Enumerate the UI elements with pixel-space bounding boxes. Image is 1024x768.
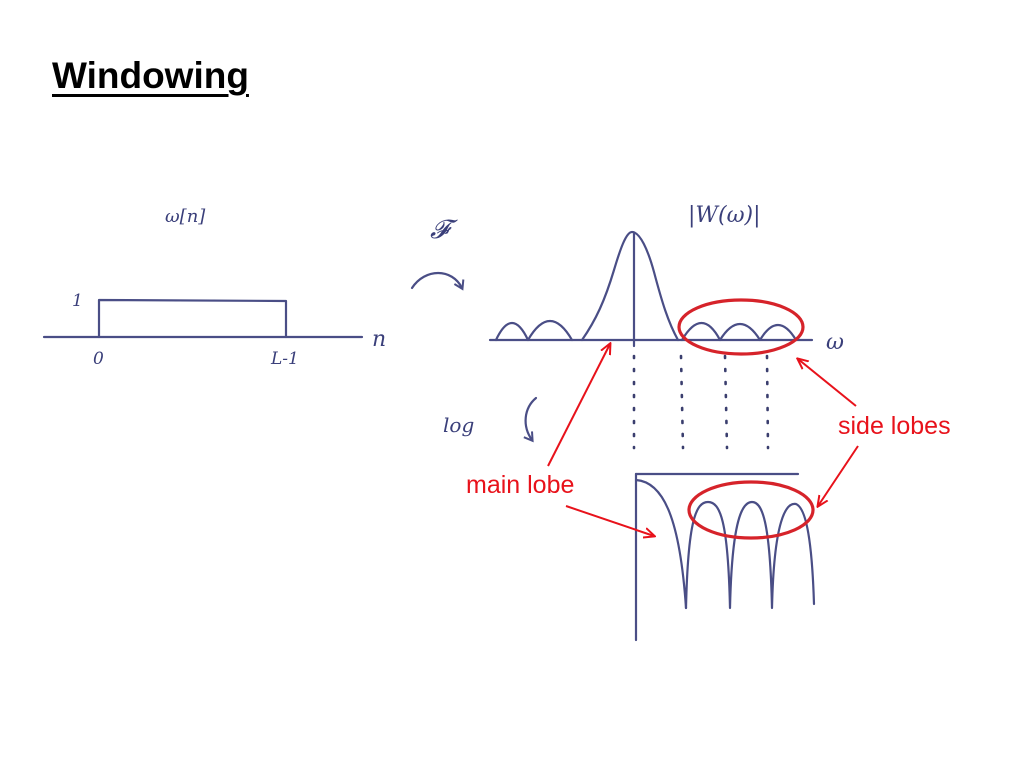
time-domain-plot: ω[n] 1 0 L-1 n — [42, 206, 386, 369]
fourier-transform-marker: 𝓕 — [410, 215, 465, 291]
main-lobe-label: main lobe — [466, 471, 574, 499]
dotted-guides — [632, 354, 770, 450]
rectangular-window — [97, 298, 288, 339]
log-magnitude-plot — [634, 472, 816, 642]
side-lobes-ring-bottom — [687, 480, 815, 540]
annotations: main lobe side lobes — [466, 298, 951, 540]
n-axis-label: n — [372, 327, 386, 352]
main-lobe-arrow-top — [547, 344, 610, 467]
n-end-label: L-1 — [270, 349, 299, 369]
amplitude-one-label: 1 — [72, 291, 83, 311]
log-marker: log — [443, 396, 538, 443]
omega-axis-label: ω — [826, 330, 844, 355]
main-lobe-curve — [580, 230, 680, 342]
n-start-label: 0 — [93, 349, 104, 369]
magnitude-plot: |W(ω)| ω — [488, 203, 844, 355]
main-lobe-arrow-bottom — [565, 505, 654, 536]
log-arrow-icon — [523, 396, 538, 443]
side-lobes-arrow-bottom — [818, 445, 859, 506]
left-side-lobes — [494, 320, 574, 342]
magnitude-label: |W(ω)| — [688, 203, 761, 228]
right-side-lobes — [680, 322, 798, 342]
fourier-symbol: 𝓕 — [430, 215, 458, 245]
window-function-label: ω[n] — [165, 206, 206, 227]
side-lobes-ring-top — [677, 298, 805, 356]
log-side-lobes — [684, 500, 816, 610]
page-title: Windowing — [52, 55, 249, 96]
side-lobes-arrow-top — [798, 359, 857, 407]
side-lobes-label: side lobes — [838, 412, 951, 440]
fourier-arrow-icon — [410, 272, 465, 291]
log-main-lobe-curve — [634, 478, 688, 610]
log-label: log — [443, 413, 474, 437]
